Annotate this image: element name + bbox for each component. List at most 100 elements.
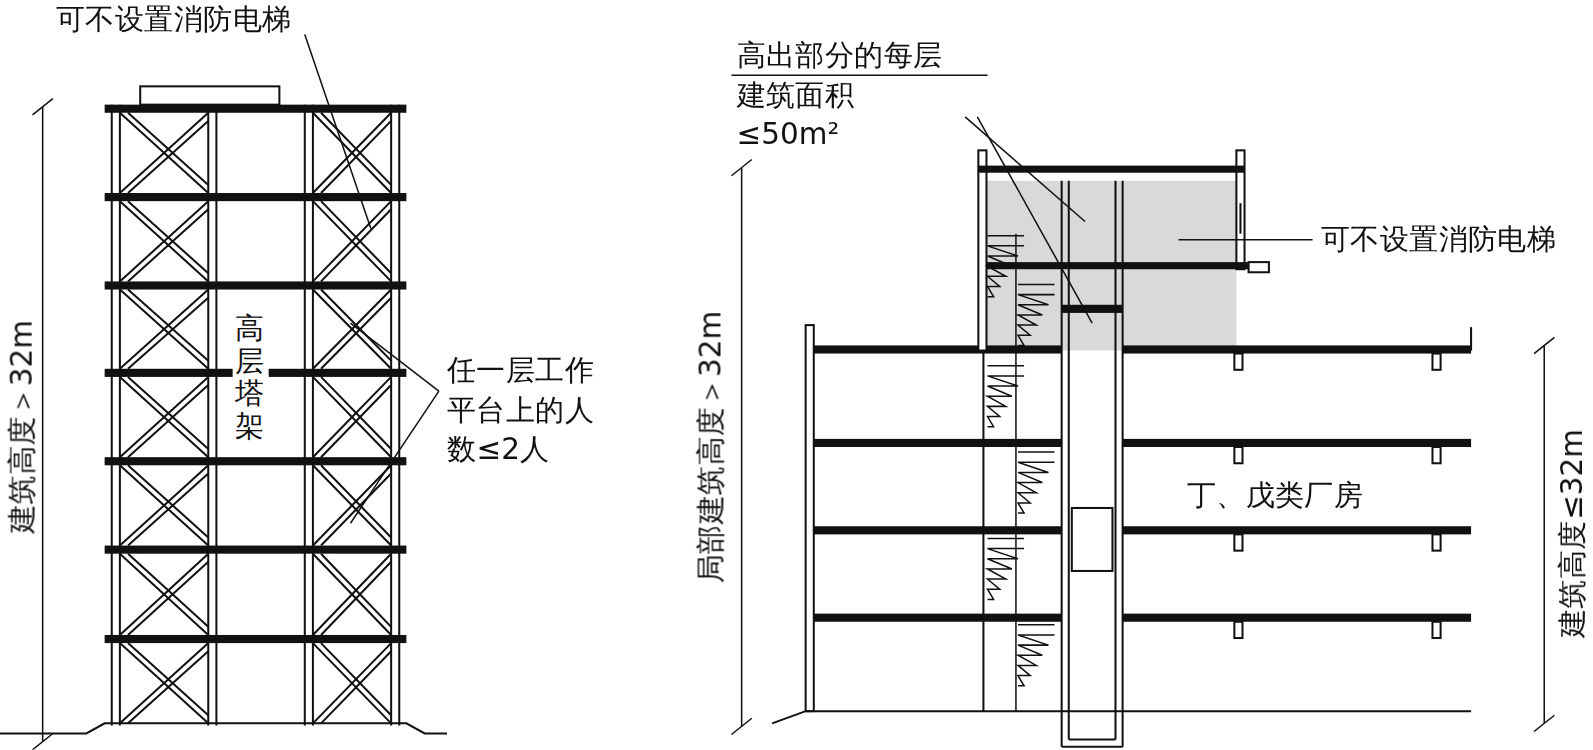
floor-slab: [814, 439, 1062, 447]
brace-line: [321, 651, 391, 723]
platform-beam: [105, 457, 407, 465]
tower-floor: [986, 262, 1248, 269]
stair-landing: [987, 538, 1024, 540]
brace-line: [313, 377, 391, 457]
roof-box: [140, 86, 279, 104]
floor-slab: [814, 526, 1062, 534]
floor-slab: [1123, 614, 1471, 622]
floor-slab: [814, 345, 1062, 353]
leader-line: [350, 391, 438, 523]
brace-line: [120, 465, 208, 545]
brace-line: [128, 473, 208, 545]
tower-floor: [1062, 305, 1123, 313]
stair-landing: [987, 365, 1024, 367]
shaft-wall: [1114, 181, 1116, 740]
shaft-wall: [1069, 739, 1116, 741]
dimension-tick: [1534, 715, 1554, 731]
brace-line: [128, 298, 208, 369]
column-stub: [1234, 447, 1242, 463]
brace-line: [120, 113, 208, 193]
stair-flight: [1018, 462, 1055, 513]
stair-flight: [1018, 635, 1055, 686]
dimension-tick: [1534, 337, 1554, 353]
brace-line: [313, 377, 391, 457]
brace-line: [321, 121, 391, 193]
brace-line: [313, 643, 391, 723]
window-line: [1239, 203, 1241, 233]
dimension-label: 局部建筑高度＞32m: [693, 309, 728, 585]
brace-line: [120, 377, 208, 457]
dimension-tick: [731, 160, 751, 176]
brace-line: [313, 465, 391, 545]
brace-line: [120, 643, 208, 723]
brace-line: [313, 554, 391, 635]
column-stub: [1234, 354, 1242, 370]
callout-text: 可不设置消防电梯: [56, 2, 292, 37]
brace-line: [120, 377, 208, 457]
column-stub: [1432, 534, 1440, 550]
brace-line: [313, 554, 391, 635]
brace-line: [120, 554, 208, 635]
stair-flight: [987, 246, 1024, 297]
brace-line: [128, 121, 208, 193]
dimension-tick: [731, 718, 751, 734]
brace-line: [321, 562, 391, 635]
callout-text: 可不设置消防电梯: [1321, 221, 1557, 256]
tower-wall: [978, 150, 986, 350]
dimension-line: [1543, 345, 1545, 723]
parapet-wall: [806, 325, 814, 711]
brace-line: [321, 473, 391, 545]
column-stub: [1432, 622, 1440, 638]
shaft-wall: [1068, 181, 1070, 740]
brace-line: [313, 465, 391, 545]
brace-line: [128, 562, 208, 635]
floor-slab: [814, 614, 1062, 622]
floor-slab: [1123, 345, 1471, 353]
callout-text: 高出部分的每层 建筑面积≤50m²: [737, 36, 943, 155]
brace-line: [313, 201, 391, 281]
column-stub: [1234, 534, 1242, 550]
tower-roof: [978, 166, 1244, 173]
shaft-wall: [1122, 181, 1124, 747]
stair-landing: [1018, 624, 1055, 626]
dimension-label: 建筑高度≤32m: [1555, 427, 1590, 640]
floor-slab: [1123, 526, 1471, 534]
stair-flight: [987, 376, 1024, 427]
stair-landing: [987, 235, 1024, 237]
room-label: 丁、戊类厂房: [1187, 477, 1364, 512]
balcony: [1249, 262, 1269, 272]
dimension-tick: [33, 734, 53, 750]
brace-line: [120, 465, 208, 545]
brace-line: [120, 201, 208, 281]
column-stub: [1432, 354, 1440, 370]
leader-line: [977, 117, 1092, 323]
leader-line: [1178, 239, 1312, 241]
stair-landing: [1018, 284, 1055, 286]
brace-line: [313, 643, 391, 723]
leader-line: [305, 35, 371, 229]
brace-line: [120, 554, 208, 635]
platform-beam: [105, 281, 407, 289]
column-stub: [1432, 447, 1440, 463]
brace-line: [313, 290, 391, 369]
dimension-label: 建筑高度＞32m: [5, 318, 40, 536]
column-stub: [1234, 622, 1242, 638]
brace-line: [120, 643, 208, 723]
brace-line: [313, 113, 391, 193]
brace-line: [321, 298, 391, 369]
brace-line: [120, 201, 208, 281]
platform-beam: [105, 105, 407, 113]
structure-name: 高层塔架: [232, 311, 268, 445]
platform-beam: [105, 635, 407, 643]
elevator-car: [1072, 508, 1113, 571]
leader-line: [350, 323, 438, 391]
platform-beam: [105, 546, 407, 554]
dimension-tick: [33, 99, 53, 115]
dimension-line: [741, 168, 743, 727]
dimension-line: [42, 107, 44, 742]
shaft-wall: [1062, 746, 1123, 748]
brace-line: [120, 113, 208, 193]
brace-line: [128, 651, 208, 723]
stair-wall: [1015, 234, 1017, 711]
brace-line: [128, 385, 208, 457]
